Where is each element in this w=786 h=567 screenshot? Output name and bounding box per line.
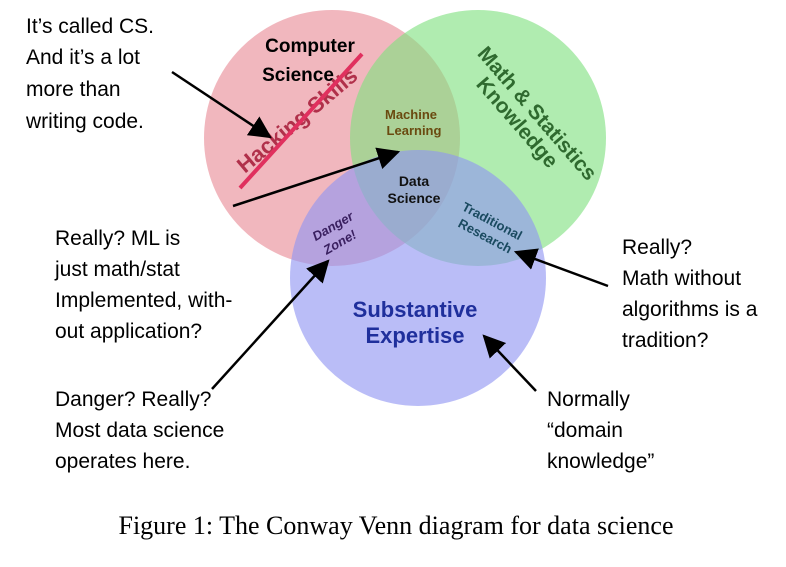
arrow-danger xyxy=(211,259,330,390)
annotation-cs-line: And it’s a lot xyxy=(26,46,140,69)
annotation-trad-line: Really? xyxy=(622,236,692,259)
expertise-label-line1: Substantive xyxy=(353,297,478,322)
annotation-trad-line: algorithms is a xyxy=(622,298,758,321)
ds-label-line1: Data xyxy=(399,173,430,189)
arrow-ml xyxy=(232,147,401,208)
annotation-domain-line: Normally xyxy=(547,388,630,411)
annotation-traditional: Really? Math without algorithms is a tra… xyxy=(622,236,758,352)
annotation-domain-line: “domain xyxy=(547,419,623,442)
annotation-trad-line: tradition? xyxy=(622,329,708,352)
ml-label-line1: Machine xyxy=(385,107,437,122)
annotation-cs-line: It’s called CS. xyxy=(26,15,154,38)
annotation-cs-line: more than xyxy=(26,78,121,101)
ds-label-line2: Science xyxy=(388,190,441,206)
annotation-ml-line: Really? ML is xyxy=(55,227,180,250)
annotation-cs-line: writing code. xyxy=(25,110,144,133)
figure-caption: Figure 1: The Conway Venn diagram for da… xyxy=(119,511,674,540)
annotation-ml-line: out application? xyxy=(55,320,202,343)
annotation-trad-line: Math without xyxy=(622,267,741,290)
annotation-cs: It’s called CS. And it’s a lot more than… xyxy=(25,15,154,133)
annotation-ml-line: Implemented, with- xyxy=(55,289,232,312)
annotation-danger: Danger? Really? Most data science operat… xyxy=(55,388,224,473)
hacking-strikethrough xyxy=(238,52,364,190)
arrow-traditional xyxy=(513,248,609,288)
arrow-domain xyxy=(482,334,537,392)
annotation-ml-line: just math/stat xyxy=(54,258,180,281)
cs-title-line1: Computer xyxy=(265,36,355,57)
annotation-danger-line: Most data science xyxy=(55,419,224,442)
arrow-cs xyxy=(171,70,272,139)
annotation-ml: Really? ML is just math/stat Implemented… xyxy=(54,227,232,343)
annotation-danger-line: Danger? Really? xyxy=(55,388,211,411)
ml-label-line2: Learning xyxy=(387,123,442,138)
expertise-label-line2: Expertise xyxy=(365,323,464,348)
circle-substantive-expertise xyxy=(290,150,546,406)
annotation-danger-line: operates here. xyxy=(55,450,190,473)
annotation-domain-line: knowledge” xyxy=(547,450,654,473)
annotation-domain: Normally “domain knowledge” xyxy=(547,388,654,473)
cs-title-line2: Science xyxy=(262,65,334,86)
